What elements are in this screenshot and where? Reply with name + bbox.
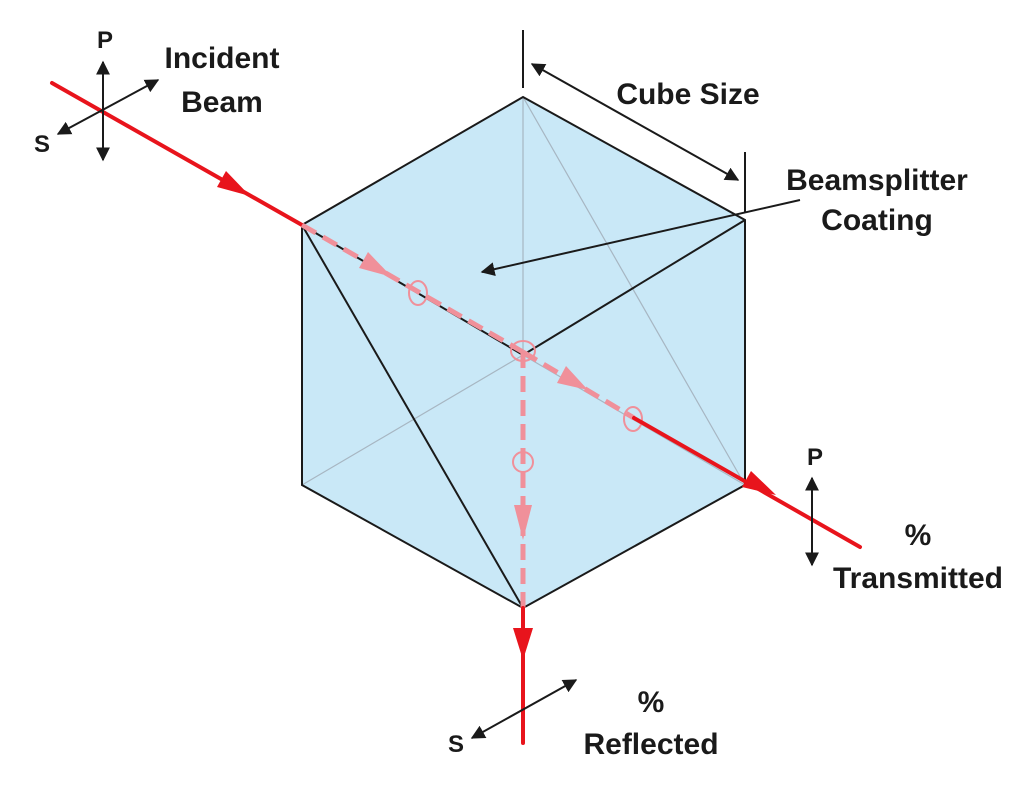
internal-beam-incident [300, 222, 525, 355]
label-s-incident: S [34, 131, 50, 158]
cube-size-dimension [522, 30, 746, 212]
label-reflected-line2: Reflected [583, 728, 718, 761]
internal-arrowhead-2 [557, 366, 588, 390]
label-coating-line2: Coating [821, 204, 933, 237]
label-cube-size: Cube Size [616, 78, 759, 111]
front-edge-right [522, 219, 746, 356]
label-transmitted-line1: % [905, 519, 932, 552]
polarization-ring-1 [408, 280, 428, 306]
hidden-edge-left [301, 354, 524, 486]
label-transmitted-line2: Transmitted [833, 562, 1003, 595]
dimension-arrow [530, 63, 740, 181]
internal-arrowhead-3 [514, 505, 532, 540]
internal-arrowhead-1 [359, 252, 392, 277]
label-incident-beam-line1: Incident [164, 42, 279, 75]
label-s-reflected: S [448, 731, 464, 758]
polarization-incident [56, 60, 160, 162]
polarization-ring-reflected [512, 451, 534, 473]
label-incident-beam-line2: Beam [181, 86, 263, 119]
label-p-incident: P [97, 27, 113, 54]
pol-s-arrow-incident [56, 79, 160, 135]
label-p-transmitted: P [807, 444, 823, 471]
polarization-ring-transmitted [623, 406, 643, 432]
labels: P S Incident Beam Cube Size Beamsplitter… [34, 27, 1003, 761]
transmitted-beam-arrowhead [742, 471, 776, 495]
label-coating-line1: Beamsplitter [786, 164, 968, 197]
incident-beam [50, 81, 304, 227]
coating-pointer-arrow [480, 199, 801, 277]
polarization-reflected [470, 679, 578, 739]
incident-beam-arrowhead [217, 171, 250, 196]
coating-diagonal [301, 224, 524, 609]
reflected-beam-arrowhead [513, 628, 533, 660]
label-reflected-line1: % [638, 686, 665, 719]
pol-s-arrow-reflected [470, 679, 578, 739]
internal-beam-transmitted [521, 349, 636, 421]
